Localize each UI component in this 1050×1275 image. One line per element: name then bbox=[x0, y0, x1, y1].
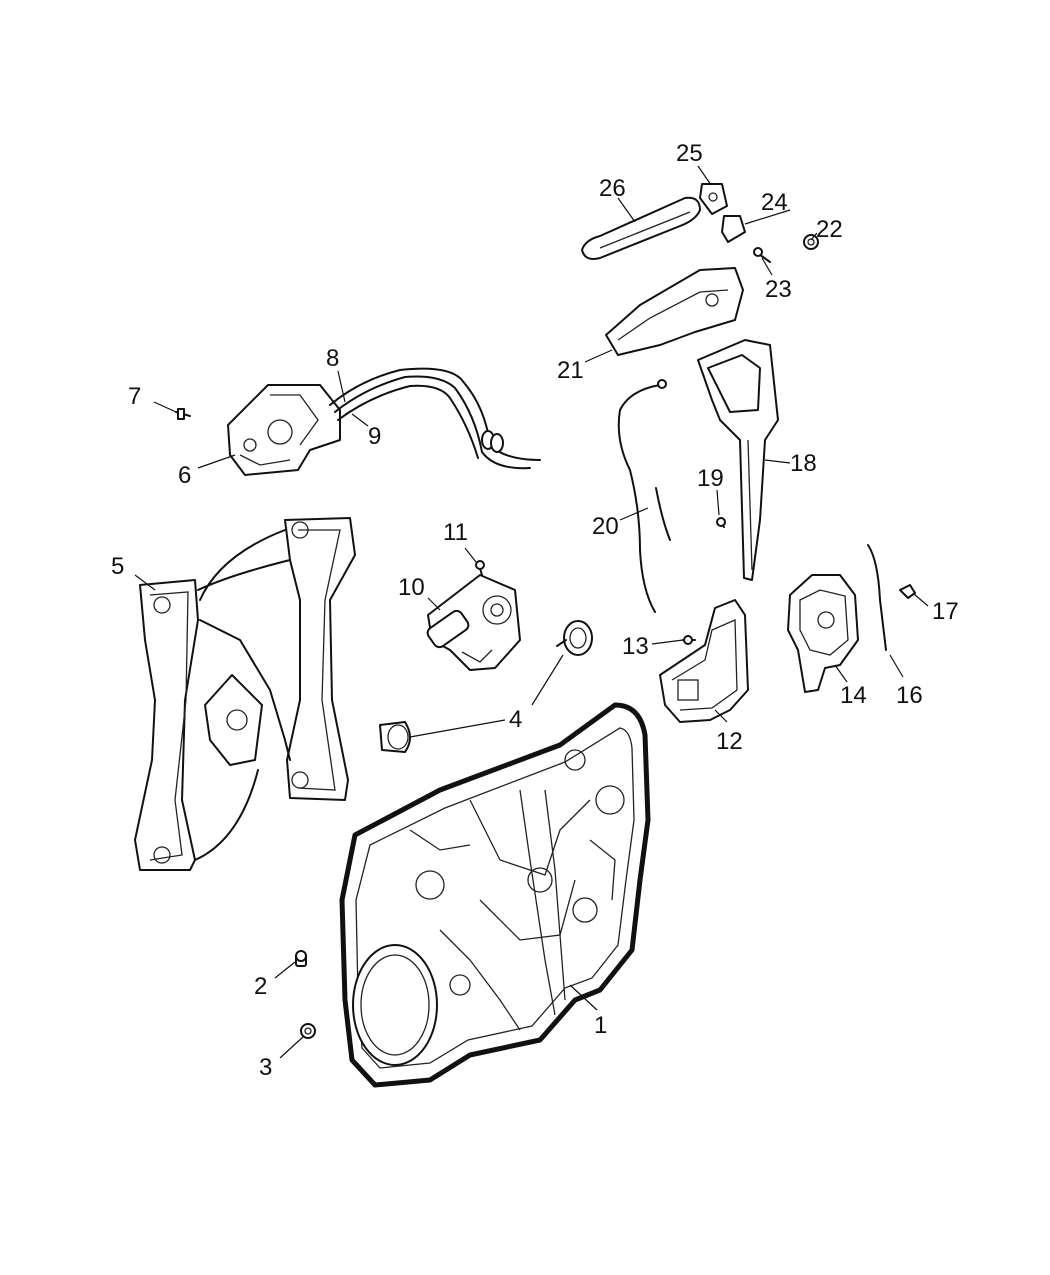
callout-4: 4 bbox=[509, 706, 522, 733]
window-motor[interactable] bbox=[425, 574, 521, 671]
carrier-bracket-18[interactable] bbox=[697, 339, 779, 581]
callout-9: 9 bbox=[368, 423, 381, 450]
callout-16: 16 bbox=[896, 682, 923, 709]
callout-21: 21 bbox=[557, 357, 584, 384]
callout-22: 22 bbox=[816, 216, 843, 243]
callout-7: 7 bbox=[128, 383, 141, 410]
callout-20: 20 bbox=[592, 513, 619, 540]
callout-1: 1 bbox=[594, 1012, 607, 1039]
callout-8: 8 bbox=[326, 345, 339, 372]
callout-labels: 1 2 3 4 5 6 7 8 9 10 11 12 13 14 16 17 1… bbox=[111, 140, 959, 1081]
speaker-plug-lower[interactable] bbox=[379, 721, 411, 753]
bracket-12[interactable] bbox=[659, 599, 749, 723]
door-latch[interactable] bbox=[227, 384, 341, 476]
callout-26: 26 bbox=[599, 175, 626, 202]
handle-cable[interactable] bbox=[617, 379, 671, 613]
actuator-rod[interactable] bbox=[867, 544, 887, 651]
door-module-panel[interactable] bbox=[339, 702, 651, 1088]
window-regulator[interactable] bbox=[134, 517, 356, 871]
screw-19[interactable] bbox=[716, 517, 726, 528]
fastener-2[interactable] bbox=[295, 950, 307, 967]
callout-2: 2 bbox=[254, 973, 267, 1000]
lock-actuator[interactable] bbox=[787, 574, 859, 693]
callout-18: 18 bbox=[790, 450, 817, 477]
clip-17[interactable] bbox=[899, 584, 916, 599]
callout-23: 23 bbox=[765, 276, 792, 303]
screw-7[interactable] bbox=[175, 408, 191, 420]
screw-11[interactable] bbox=[475, 560, 485, 576]
callout-14: 14 bbox=[840, 682, 867, 709]
screw-13[interactable] bbox=[682, 635, 696, 645]
leader-lines bbox=[134, 165, 929, 1059]
callout-3: 3 bbox=[259, 1054, 272, 1081]
handle-gasket[interactable] bbox=[721, 215, 746, 243]
callout-11: 11 bbox=[443, 519, 468, 546]
callout-17: 17 bbox=[932, 598, 959, 625]
speaker-plug-upper[interactable] bbox=[556, 620, 593, 656]
fastener-3[interactable] bbox=[300, 1023, 316, 1039]
screw-23[interactable] bbox=[753, 247, 771, 263]
handle-bracket[interactable] bbox=[605, 267, 744, 356]
nut-22[interactable] bbox=[803, 234, 819, 250]
outside-handle[interactable] bbox=[581, 196, 701, 260]
callout-6: 6 bbox=[178, 462, 191, 489]
handle-cap[interactable] bbox=[699, 183, 728, 215]
latch-cables[interactable] bbox=[329, 367, 541, 470]
callout-24: 24 bbox=[761, 189, 788, 216]
callout-5: 5 bbox=[111, 553, 124, 580]
callout-13: 13 bbox=[622, 633, 649, 660]
callout-10: 10 bbox=[398, 574, 425, 601]
callout-19: 19 bbox=[697, 465, 724, 492]
callout-12: 12 bbox=[716, 728, 743, 755]
callout-25: 25 bbox=[676, 140, 703, 167]
